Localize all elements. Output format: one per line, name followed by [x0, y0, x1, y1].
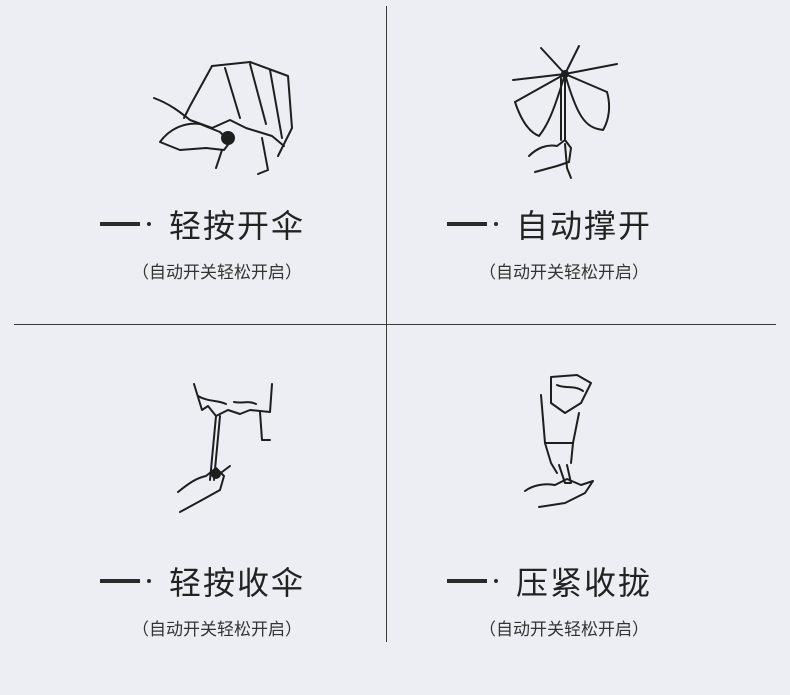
panel-open-press: 轻按开伞 （自动开关轻松开启） — [0, 0, 386, 324]
panel-title: 自动撑开 — [447, 204, 653, 245]
compressing-umbrella-icon — [524, 374, 594, 508]
panel-auto-open: 自动撑开 （自动开关轻松开启） — [387, 0, 790, 324]
panel-subtitle: （自动开关轻松开启） — [479, 620, 649, 640]
panel-subtitle: （自动开关轻松开启） — [132, 263, 302, 283]
panel-title-text: 自动撑开 — [516, 207, 653, 245]
hand-closing-umbrella-icon — [177, 383, 273, 513]
panel-close-press: 轻按收伞 （自动开关轻松开启） — [0, 325, 386, 695]
panel-title: 轻按收伞 — [100, 561, 306, 602]
title-dash — [100, 222, 140, 226]
title-dash — [447, 579, 487, 583]
title-dot — [147, 222, 151, 226]
title-dot — [494, 222, 498, 226]
hand-pressing-folded-umbrella-icon — [153, 61, 293, 175]
panel-compress: 压紧收拢 （自动开关轻松开启） — [387, 325, 790, 695]
panel-subtitle: （自动开关轻松开启） — [132, 620, 302, 640]
title-dash — [100, 579, 140, 583]
panel-subtitle: （自动开关轻松开启） — [479, 263, 649, 283]
opened-umbrella-icon — [512, 45, 618, 179]
horizontal-divider — [14, 324, 776, 325]
panel-title-text: 轻按开伞 — [169, 207, 306, 245]
panel-title: 压紧收拢 — [447, 561, 653, 602]
panel-title-text: 压紧收拢 — [516, 564, 653, 602]
panel-title-text: 轻按收伞 — [169, 564, 306, 602]
title-dot — [147, 579, 151, 583]
panel-title: 轻按开伞 — [100, 204, 306, 245]
title-dash — [447, 222, 487, 226]
title-dot — [494, 579, 498, 583]
